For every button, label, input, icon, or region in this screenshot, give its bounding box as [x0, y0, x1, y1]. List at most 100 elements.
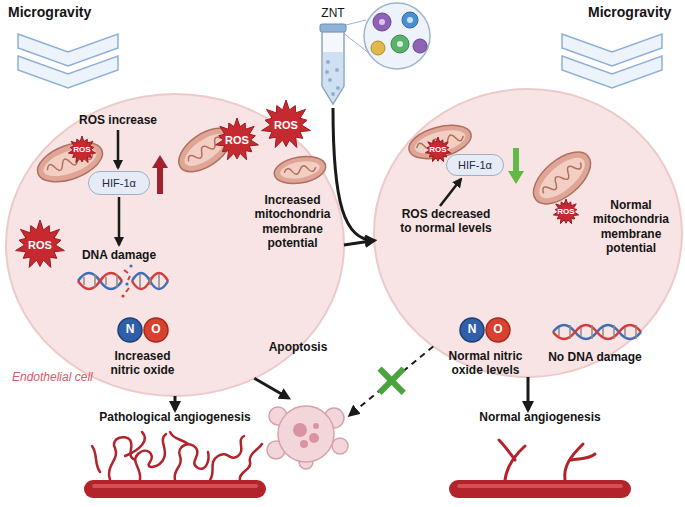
ros-star: ROS: [260, 99, 312, 151]
pill-outline: [447, 155, 504, 176]
vessel-illustration-outline: [445, 410, 635, 506]
microgravity-chevron: [562, 56, 662, 88]
tube-particle: [335, 68, 339, 72]
annotation-label: ROS decreased to normal levels: [396, 207, 496, 236]
apoptotic-cell: Apoptosis: [262, 398, 350, 466]
annotation-label: DNA damage: [69, 248, 169, 262]
annotation-label: Normal mitochondria membrane potential: [585, 198, 677, 256]
ros-star: ROS: [14, 219, 66, 271]
node-text: N: [126, 323, 135, 337]
hif-pill: HIF-1α: [446, 154, 504, 176]
vessel-highlight: [92, 484, 258, 488]
tube-particle: [331, 92, 335, 96]
ros-burst: [553, 199, 578, 224]
ros-star: ROS: [552, 198, 580, 226]
cell-membrane: [6, 94, 344, 396]
vessel-branch: [210, 436, 244, 480]
tube-body: [322, 32, 344, 104]
ros-star: ROS: [67, 135, 97, 165]
vessel-branch: [499, 440, 515, 460]
nanoparticle: [391, 35, 409, 53]
atom-circle: [460, 318, 484, 342]
nanoparticle: [373, 13, 391, 31]
apoptotic-bleb: [332, 438, 348, 454]
mitochondrion-inner: [279, 159, 321, 182]
flow-arrow: [254, 378, 288, 398]
vessel-branch: [571, 454, 595, 460]
vessel-branch: [240, 444, 262, 480]
nanoparticle: [413, 39, 427, 53]
atom-circle: [486, 318, 510, 342]
node-text: Endothelial cell: [12, 370, 122, 384]
flow-arrow: [344, 241, 374, 246]
nanoparticle-core: [379, 19, 385, 25]
tube-particle: [336, 86, 340, 90]
pathway-arrow: [117, 130, 120, 168]
node-text: Pathological angiogenesis: [80, 410, 270, 424]
nucleus-fragment: [300, 440, 308, 448]
vessel-illustration-outline: [80, 410, 270, 506]
vessel-branch: [175, 444, 209, 480]
node-text: ROS: [225, 134, 249, 147]
blood-vessel: [449, 480, 631, 498]
node-text: ZNT: [308, 6, 358, 20]
atom-circle: [118, 318, 142, 342]
flow-arrow: [333, 108, 374, 241]
znt-tube: ZNT: [308, 4, 358, 108]
vessel-highlight: [457, 484, 623, 488]
annotation-label: Increased mitochondria membrane potentia…: [245, 193, 340, 251]
pill-outline: [89, 172, 150, 195]
annotation-label: Microgravity: [588, 4, 683, 21]
cell-membrane: [374, 89, 682, 377]
vessel-branch: [92, 446, 100, 472]
nucleus-fragment: [313, 423, 319, 429]
vessel-branch: [135, 434, 166, 480]
ros-burst: [262, 100, 311, 148]
pathway-arrow: [118, 197, 121, 245]
annotation-label: No DNA damage: [540, 350, 650, 364]
node-text: ROS: [274, 119, 298, 132]
tube-particle: [326, 60, 330, 64]
mitochondrion-cristae: [186, 135, 223, 164]
inhibition-cross: [382, 371, 402, 391]
tube-liquid: [323, 52, 343, 102]
tube-cap: [320, 24, 346, 32]
ros-burst: [425, 137, 450, 162]
ros-star: ROS: [214, 117, 260, 163]
oxygen-atom: O: [143, 317, 169, 343]
apoptotic-bleb: [278, 406, 334, 462]
nanoparticle: [402, 12, 418, 28]
node-text: HIF-1α: [458, 159, 492, 172]
node-text: O: [151, 323, 160, 337]
node-text: ROS: [73, 145, 90, 154]
nanoparticle-core: [407, 17, 413, 23]
blocked-arrow: [350, 347, 433, 416]
atom-circle: [144, 318, 168, 342]
vessel-branch: [125, 432, 145, 456]
tube-particle: [328, 78, 332, 82]
node-text: ROS: [28, 239, 52, 252]
annotation-label: Microgravity: [8, 4, 118, 21]
dna-fragment: [129, 264, 132, 267]
magnifier-circle: [364, 3, 430, 69]
node-text: O: [493, 323, 502, 337]
vessel-illustration: Pathological angiogenesis: [80, 410, 270, 506]
vessel-branch: [109, 437, 135, 480]
node-text: ROS: [429, 145, 446, 154]
vessel-illustration: Normal angiogenesis: [445, 410, 635, 506]
node-text: N: [468, 323, 477, 337]
node-text: HIF-1α: [102, 177, 136, 190]
inhibition-cross: [382, 371, 402, 391]
tube-particle: [325, 70, 329, 74]
apoptotic-cell-outline: [262, 398, 350, 466]
mitochondrion-cristae: [284, 164, 317, 176]
nucleus-fragment: [293, 423, 307, 437]
dna-fragment: [121, 294, 124, 297]
nanoparticle: [371, 41, 385, 55]
nucleus-fragment: [309, 433, 319, 443]
inhibition-cross: [382, 371, 402, 391]
annotation-label: ROS increase: [68, 113, 168, 127]
ros-burst: [216, 118, 259, 160]
node-text: ROS: [557, 207, 574, 216]
